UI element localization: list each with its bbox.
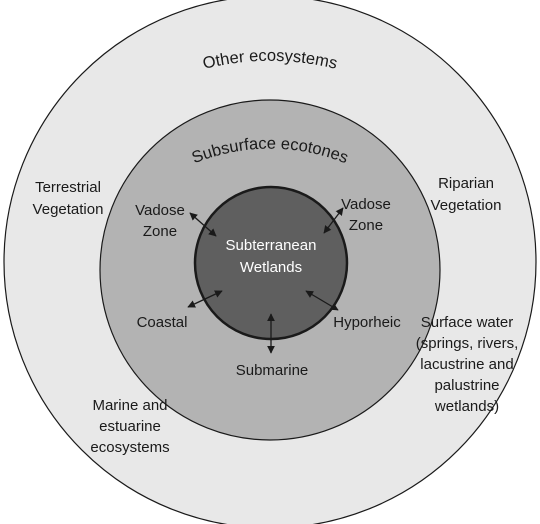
vadose-left-label-line2: Zone — [143, 223, 177, 240]
surface-water-label-line1: Surface water — [421, 314, 514, 331]
hyporheic-label: Hyporheic — [333, 314, 401, 331]
terrestrial-label-line1: Terrestrial — [35, 179, 101, 196]
riparian-label-line1: Riparian — [438, 175, 494, 192]
surface-water-label-line5: wetlands) — [434, 398, 499, 415]
inner-label-line2: Wetlands — [240, 259, 302, 276]
riparian-label-line2: Vegetation — [431, 197, 502, 214]
coastal-label: Coastal — [137, 314, 188, 331]
surface-water-label-line4: palustrine — [434, 377, 499, 394]
marine-label-line2: estuarine — [99, 418, 161, 435]
marine-label-line3: ecosystems — [90, 439, 169, 456]
surface-water-label-line2: (springs, rivers, — [416, 335, 519, 352]
submarine-label: Submarine — [236, 362, 309, 379]
inner-label-line1: Subterranean — [226, 237, 317, 254]
arrow-coastal — [187, 290, 223, 308]
vadose-left-label-line1: Vadose — [135, 202, 185, 219]
vadose-right-label-line1: Vadose — [341, 196, 391, 213]
marine-label-line1: Marine and — [92, 397, 167, 414]
arrow-vadose-left — [189, 212, 217, 237]
surface-water-label-line3: lacustrine and — [420, 356, 513, 373]
terrestrial-label-line2: Vegetation — [33, 201, 104, 218]
vadose-right-label-line2: Zone — [349, 217, 383, 234]
arrow-hyporheic — [305, 290, 339, 311]
arrow-vadose-right — [323, 207, 344, 234]
